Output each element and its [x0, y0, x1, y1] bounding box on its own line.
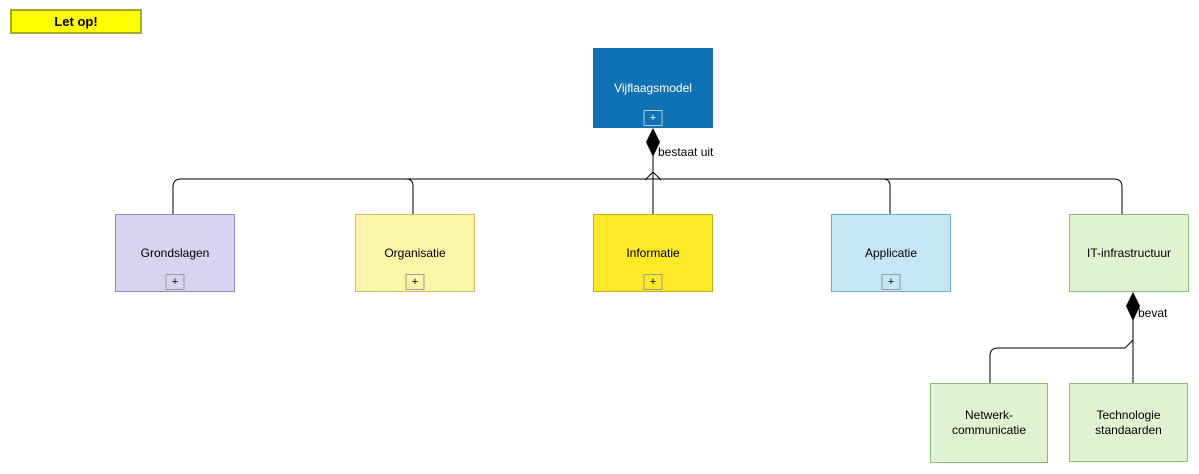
- node-grondslagen-expand-button[interactable]: +: [165, 274, 185, 290]
- node-organisatie[interactable]: Organisatie +: [355, 214, 475, 292]
- node-informatie-expand-button[interactable]: +: [643, 274, 663, 290]
- node-vijflaagsmodel[interactable]: Vijflaagsmodel +: [593, 48, 713, 128]
- connector-drop-organisatie: [405, 178, 414, 214]
- node-netwerk-communicatie[interactable]: Netwerk- communicatie: [930, 383, 1048, 463]
- node-organisatie-label: Organisatie: [384, 245, 446, 260]
- node-it-infrastructuur-label: IT-infrastructuur: [1086, 245, 1172, 260]
- edge-label-bestaat-uit: bestaat uit: [658, 145, 714, 159]
- node-vijflaagsmodel-label: Vijflaagsmodel: [614, 80, 692, 95]
- node-it-infrastructuur[interactable]: IT-infrastructuur: [1069, 214, 1189, 292]
- node-applicatie[interactable]: Applicatie +: [831, 214, 951, 292]
- node-informatie-label: Informatie: [626, 245, 680, 260]
- note-let-op-label: Let op!: [54, 14, 98, 29]
- connector-junction-chevron: [644, 171, 662, 181]
- node-netwerk-communicatie-label: Netwerk- communicatie: [951, 408, 1027, 437]
- node-vijflaagsmodel-expand-button[interactable]: +: [643, 110, 663, 126]
- node-applicatie-label: Applicatie: [864, 245, 918, 260]
- node-grondslagen[interactable]: Grondslagen +: [115, 214, 235, 292]
- edge-label-bevat: bevat: [1138, 306, 1168, 320]
- node-technologie-standaarden-label: Technologie standaarden: [1095, 407, 1162, 437]
- connector-drop-netwerk: [989, 339, 1134, 383]
- node-applicatie-expand-button[interactable]: +: [881, 274, 901, 290]
- connector-root-bus: [172, 178, 1123, 214]
- connector-drop-applicatie: [882, 178, 891, 214]
- node-organisatie-expand-button[interactable]: +: [405, 274, 425, 290]
- node-technologie-standaarden[interactable]: Technologie standaarden: [1069, 383, 1188, 462]
- note-let-op[interactable]: Let op!: [10, 9, 142, 34]
- node-informatie[interactable]: Informatie +: [593, 214, 713, 292]
- node-grondslagen-label: Grondslagen: [140, 245, 210, 260]
